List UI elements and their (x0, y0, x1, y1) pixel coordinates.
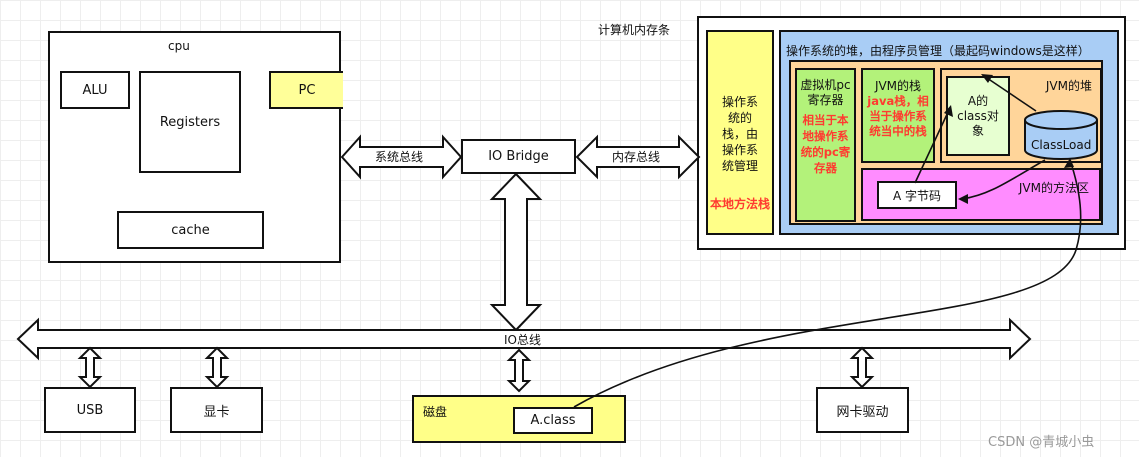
memory-bus-arrow (575, 134, 701, 180)
os-stack-line-1: 操作系 (721, 95, 758, 109)
os-heap-label: 操作系统的堆，由程序员管理（最起码windows是这样） (786, 44, 1090, 58)
pc-box: PC (269, 71, 343, 109)
registers-box: Registers (139, 71, 241, 173)
jvm-method-area-label: JVM的方法区 (1018, 181, 1089, 195)
aclass-to-classload-curve (573, 159, 1082, 408)
gpu-connector-arrow (204, 346, 230, 389)
classload-to-classobject-arrow (986, 77, 1037, 112)
disk-label: 磁盘 (423, 405, 448, 419)
arrowhead-classload (1064, 158, 1074, 168)
arrowhead-classobject (981, 74, 993, 83)
os-stack-line-2: 统的 (727, 111, 752, 125)
native-method-stack-label: 本地方法栈 (710, 197, 771, 211)
arrowhead-stack-to-class (944, 105, 953, 117)
system-bus-label: 系统总线 (375, 150, 424, 164)
memory-title: 计算机内存条 (598, 23, 671, 37)
os-stack-line-3: 栈，由 (721, 127, 758, 141)
jvm-stack-label: JVM的栈 (874, 79, 922, 93)
aclass-box: A.class (513, 407, 593, 434)
stack-to-classobject-arrow (914, 109, 950, 184)
classload-cylinder (1024, 110, 1098, 160)
vm-pc-note: 相当于本地操作系统的pc寄存器 (800, 113, 851, 175)
io-bridge-box: IO Bridge (461, 139, 576, 174)
gpu-box: 显卡 (170, 387, 263, 433)
os-stack-box: 操作系 统的 栈，由 操作系 统管理 本地方法栈 (706, 30, 774, 235)
watermark: CSDN @青城小虫 (988, 435, 1095, 450)
bytecode-box: A 字节码 (877, 181, 957, 209)
io-bridge-vertical-arrow (489, 172, 543, 332)
cache-box: cache (117, 211, 264, 249)
vm-pc-label: 虚拟机pc寄存器 (800, 78, 851, 107)
alu-box: ALU (60, 71, 130, 109)
vm-pc-register-box: 虚拟机pc寄存器 相当于本地操作系统的pc寄存器 (795, 68, 856, 222)
os-stack-label: 操作系 统的 栈，由 操作系 统管理 (708, 94, 772, 174)
nic-box: 网卡驱动 (816, 387, 909, 433)
io-bus-arrow (16, 317, 1032, 361)
memory-bus-label: 内存总线 (612, 150, 661, 164)
disk-connector-arrow (506, 348, 532, 393)
arrowhead-bytecode (958, 194, 968, 204)
classload-label: ClassLoad (1031, 138, 1092, 152)
jvm-stack-box: JVM的栈 java栈，相当于操作系统当中的栈 (861, 68, 935, 163)
usb-connector-arrow (77, 346, 103, 389)
io-bus-label: IO总线 (504, 333, 541, 347)
system-bus-arrow (340, 134, 463, 180)
os-stack-line-4: 操作系 (721, 143, 758, 157)
jvm-heap-label: JVM的堆 (1045, 79, 1092, 93)
class-object-box: A的class对象 (946, 76, 1010, 156)
usb-box: USB (44, 387, 136, 433)
nic-connector-arrow (849, 346, 875, 389)
jvm-stack-note: java栈，相当于操作系统当中的栈 (867, 94, 929, 138)
os-stack-line-5: 统管理 (721, 159, 758, 173)
class-object-label: A的class对象 (957, 94, 999, 138)
classload-to-bytecode-arrow (961, 159, 1046, 200)
cpu-title: cpu (168, 39, 190, 53)
